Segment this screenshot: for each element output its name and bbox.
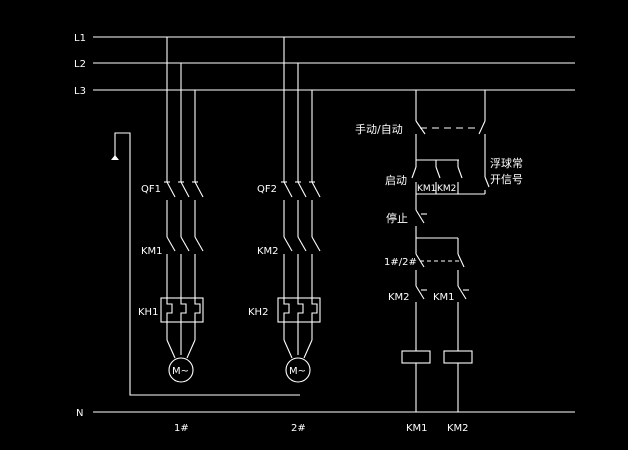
motor2-branch: [277, 37, 321, 383]
bus-lines: [93, 36, 575, 413]
mode-switch-symbol: [415, 120, 486, 177]
coil-km2-box: [443, 350, 473, 364]
control-circuit: [401, 90, 490, 412]
start-branch-symbol: [411, 159, 490, 195]
bus-n-label: N: [76, 408, 83, 419]
contactor-km2-label: KM2: [257, 246, 279, 257]
start-km1-contact-label: KM1: [417, 184, 436, 194]
contactor-km1-label: KM1: [141, 246, 163, 257]
motor2-circle: [285, 357, 311, 383]
motor2-caption: 2#: [291, 423, 306, 434]
contactor-km1-main-symbol: [166, 236, 204, 298]
bus-l3-label: L3: [74, 86, 86, 97]
overload-kh2-symbol: [277, 297, 321, 359]
mode-switch-label: 手动/自动: [355, 122, 403, 136]
stop-contact-symbol: [415, 194, 427, 238]
breaker-qf1-symbol: [164, 181, 204, 237]
bus-l2-label: L2: [74, 59, 86, 70]
coil-km1-box: [401, 350, 431, 364]
float-signal-label-line2: 开信号: [490, 173, 523, 186]
motor2-symbol-label: M~: [289, 366, 306, 377]
interlock-contacts-symbol: [415, 285, 469, 351]
coil-km2-caption: KM2: [447, 423, 469, 434]
ground-wire: [111, 132, 300, 396]
selector-switch-symbol: [415, 237, 465, 286]
motor1-symbol-label: M~: [172, 366, 189, 377]
start-label: 启动: [385, 174, 407, 187]
interlock-km2-label: KM2: [388, 292, 410, 303]
selector-label: 1#/2#: [384, 257, 417, 268]
motor1-circle: [168, 357, 194, 383]
coil-km1-caption: KM1: [406, 423, 428, 434]
contactor-km2-main-symbol: [283, 236, 321, 298]
interlock-km1-label: KM1: [433, 292, 455, 303]
bus-l1-label: L1: [74, 33, 86, 44]
breaker-qf2-symbol: [281, 181, 321, 237]
breaker-qf2-label: QF2: [257, 184, 277, 195]
overload-kh2-label: KH2: [248, 307, 268, 318]
motor1-branch: [160, 37, 204, 383]
float-signal-label-line1: 浮球常: [490, 156, 523, 170]
ground-arrow-icon: [111, 155, 119, 160]
overload-kh1-label: KH1: [138, 307, 158, 318]
start-km2-contact-label: KM2: [437, 184, 456, 194]
stop-label: 停止: [386, 211, 408, 225]
overload-kh1-symbol: [160, 297, 204, 359]
breaker-qf1-label: QF1: [141, 184, 161, 195]
motor1-caption: 1#: [174, 423, 189, 434]
